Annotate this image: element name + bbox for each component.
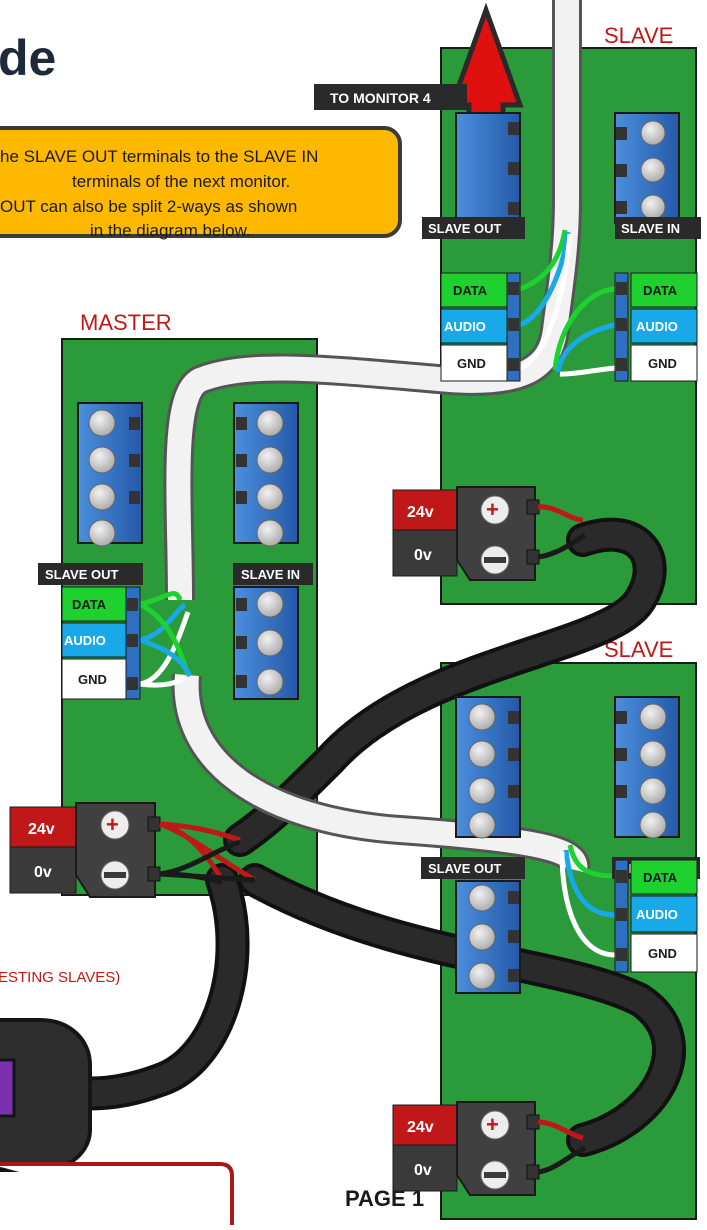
slave-in-label: SLAVE IN [241,567,300,582]
master-terminals [77,402,299,547]
gnd-label: GND [648,946,677,961]
board-label-slave-top: SLAVE [604,23,673,48]
data-label: DATA [643,870,678,885]
data-label: DATA [643,283,678,298]
master-power: 24v 0v + [9,802,257,898]
power-supply [0,1018,92,1172]
slave-top-signal-wires [518,229,616,377]
plus-icon: + [106,812,119,837]
slave-bottom-slave-out: SLAVE OUT [421,857,525,994]
0v-label: 0v [414,1162,432,1179]
note-line-3: OUT can also be split 2-ways as shown [0,197,297,216]
0v-label: 0v [414,547,432,564]
master-signal-wires [138,591,193,688]
note-line-1: he SLAVE OUT terminals to the SLAVE IN [0,147,318,166]
note-line-4: in the diagram below. [90,221,251,240]
slave-out-label: SLAVE OUT [428,221,501,236]
audio-label: AUDIO [636,907,678,922]
slave-bottom-terminals [455,696,680,839]
to-monitor-label: TO MONITOR 4 [330,90,431,106]
minus-icon [484,557,506,563]
slave-top-slave-out: SLAVE OUT DATA AUDIO GND [422,217,525,382]
power-cables [43,517,686,1157]
master-slave-out: SLAVE OUT DATA AUDIO GND [38,563,143,700]
plus-icon: + [486,1112,499,1137]
24v-label: 24v [407,504,434,521]
slave-bottom-power: 24v 0v + [392,1101,587,1196]
data-label: DATA [453,283,488,298]
testing-note: ESTING SLAVES) [0,969,120,986]
data-label: DATA [72,597,107,612]
24v-label: 24v [407,1119,434,1136]
slave-out-label: SLAVE OUT [428,861,501,876]
gnd-label: GND [648,356,677,371]
minus-icon [104,872,126,878]
master-slave-in: SLAVE IN [233,563,313,700]
0v-label: 0v [34,864,52,881]
gnd-label: GND [457,356,486,371]
slave-top-power: 24v 0v + [392,486,587,581]
note-line-2: terminals of the next monitor. [72,172,290,191]
board-label-master: MASTER [80,310,172,335]
slave-out-label: SLAVE OUT [45,567,118,582]
page-box: PAGE 1 [0,1162,424,1230]
page-title: de [0,30,56,86]
24v-label: 24v [28,821,55,838]
audio-label: AUDIO [64,633,106,648]
note-box: he SLAVE OUT terminals to the SLAVE IN t… [0,126,402,240]
slave-top-slave-in: SLAVE IN DATA AUDIO GND [614,217,701,382]
slave-in-label: SLAVE IN [621,221,680,236]
audio-label: AUDIO [636,319,678,334]
board-label-slave-bottom: SLAVE [604,637,673,662]
minus-icon [484,1172,506,1178]
slave-bottom-slave-in: SLAVE IN DATA AUDIO GND [612,857,700,973]
audio-label: AUDIO [444,319,486,334]
gnd-label: GND [78,672,107,687]
plus-icon: + [486,497,499,522]
page-label: PAGE 1 [345,1186,424,1211]
slave-bottom-signal-wires [559,844,616,958]
